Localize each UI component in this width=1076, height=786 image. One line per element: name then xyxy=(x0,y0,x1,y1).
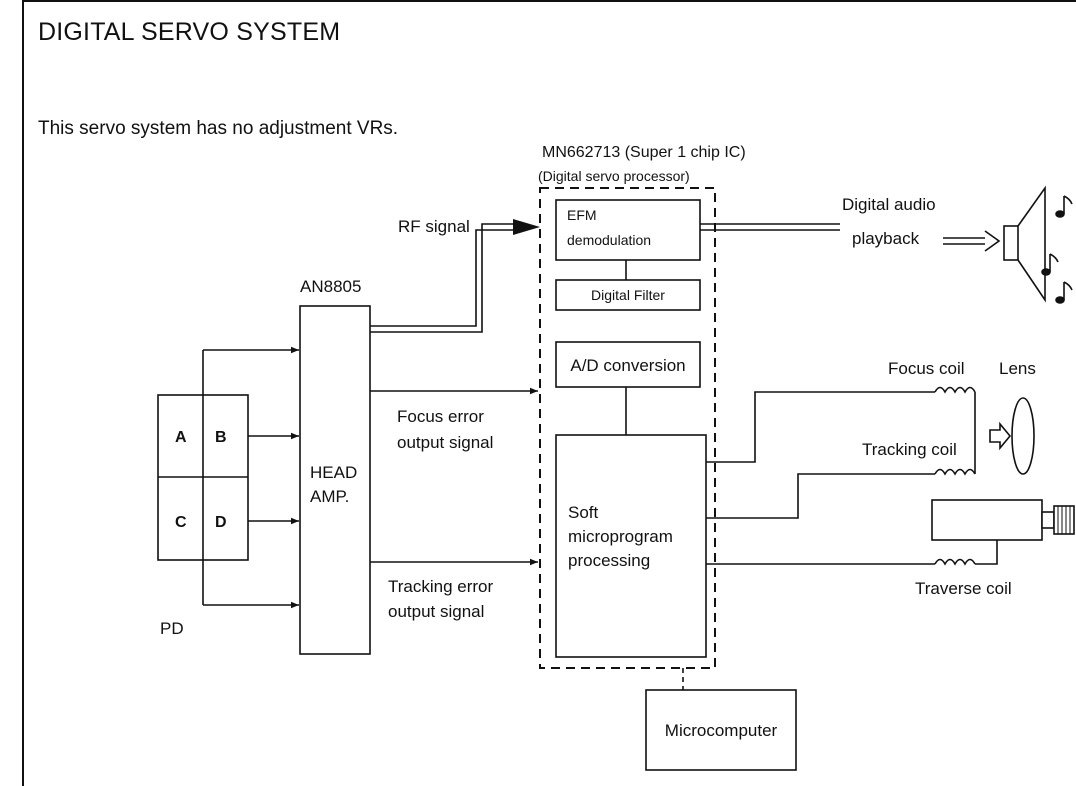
digital-filter-block xyxy=(555,279,701,311)
rf-signal-line-inner xyxy=(370,229,515,327)
focus-error-label-line2: output signal xyxy=(397,433,493,452)
microcomputer-block xyxy=(645,689,797,771)
page-title: DIGITAL SERVO SYSTEM xyxy=(38,18,341,46)
photodiode-segment-c: C xyxy=(175,514,187,531)
head-amp-label-line2: AMP. xyxy=(310,487,349,506)
lens-label: Lens xyxy=(999,359,1036,378)
ic-role: (Digital servo processor) xyxy=(538,168,690,184)
traverse-motor-icon xyxy=(931,499,1075,541)
focus-coil-label: Focus coil xyxy=(888,359,965,378)
ad-conversion-label: A/D conversion xyxy=(570,356,685,375)
page-border-top xyxy=(22,0,1076,2)
ic-boundary xyxy=(539,187,716,669)
head-amp-label-line1: HEAD xyxy=(310,463,357,482)
soft-label-line2: microprogram xyxy=(568,527,673,546)
soft-microprogram-block xyxy=(555,434,707,658)
audio-label-line2: playback xyxy=(852,229,920,248)
music-note-icon xyxy=(1041,195,1073,304)
audio-label-line1: Digital audio xyxy=(842,195,936,214)
photodiode-segment-a: A xyxy=(175,429,187,446)
ad-conversion-block xyxy=(555,341,701,388)
efm-label-line2: demodulation xyxy=(567,232,651,248)
tracking-error-label-line1: Tracking error xyxy=(388,577,494,596)
photodiode-segment-d: D xyxy=(215,514,227,531)
digital-filter-label: Digital Filter xyxy=(591,287,665,303)
page-note: This servo system has no adjustment VRs. xyxy=(38,118,399,139)
lens-arrow-icon xyxy=(989,421,1012,451)
traverse-coil-label: Traverse coil xyxy=(915,579,1012,598)
page-border-left xyxy=(22,0,24,786)
tracking-coil-winding xyxy=(934,468,976,476)
efm-label-line1: EFM xyxy=(567,207,597,223)
rf-signal-label: RF signal xyxy=(398,217,470,236)
soft-label-line1: Soft xyxy=(568,503,599,522)
tracking-coil-label: Tracking coil xyxy=(862,440,957,459)
audio-arrow-head xyxy=(984,230,1001,252)
lens-icon xyxy=(1011,397,1035,475)
traverse-coil-return xyxy=(975,540,998,565)
focus-coil-winding xyxy=(934,386,976,394)
traverse-coil-winding xyxy=(934,558,976,566)
rf-signal-line-outer xyxy=(370,223,515,333)
rf-signal-arrowhead xyxy=(513,219,540,235)
speaker-icon xyxy=(1003,225,1019,261)
focus-error-label-line1: Focus error xyxy=(397,407,484,426)
soft-label-line3: processing xyxy=(568,551,650,570)
head-amp-block xyxy=(299,305,371,655)
focus-coil-wire xyxy=(706,391,935,463)
microcomputer-label: Microcomputer xyxy=(665,721,778,740)
speaker-cone xyxy=(1017,185,1046,303)
head-amp-part-number: AN8805 xyxy=(300,277,361,296)
ic-part-number: MN662713 (Super 1 chip IC) xyxy=(542,144,746,161)
tracking-coil-wire xyxy=(706,473,935,519)
tracking-error-label-line2: output signal xyxy=(388,602,484,621)
photodiode-segment-b: B xyxy=(215,429,227,446)
efm-demodulation-block xyxy=(555,199,701,261)
photodiode-label: PD xyxy=(160,619,184,638)
